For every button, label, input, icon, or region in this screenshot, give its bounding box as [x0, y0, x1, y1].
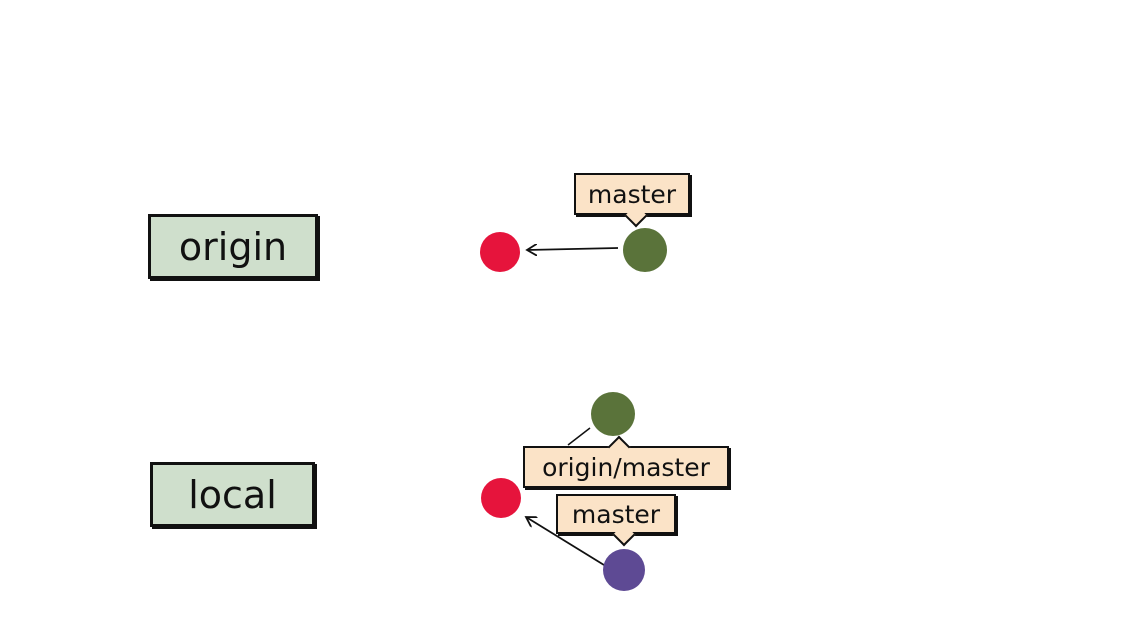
origin-repo-text: origin: [178, 224, 288, 269]
origin-base-commit: [480, 232, 520, 272]
origin-parent-arrow: [527, 248, 619, 250]
local-origin-master-tag-text: origin/master: [542, 452, 710, 482]
local-head-commit: [603, 549, 645, 591]
origin-repo-label: origin: [148, 214, 318, 279]
local-master-branch-tag: master: [556, 494, 676, 547]
local-repo-text: local: [188, 472, 277, 517]
origin-head-commit: [623, 228, 667, 272]
local-master-tag-text: master: [571, 499, 661, 529]
local-origin-master-branch-tag: origin/master: [523, 435, 729, 488]
local-base-commit: [481, 478, 521, 518]
origin-master-tag-text: master: [587, 179, 677, 209]
local-repo-label: local: [150, 462, 315, 527]
local-remote-commit: [591, 392, 635, 436]
local-origin-link: [567, 427, 591, 446]
local-parent-arrow: [526, 517, 605, 566]
origin-master-branch-tag: master: [574, 173, 690, 228]
